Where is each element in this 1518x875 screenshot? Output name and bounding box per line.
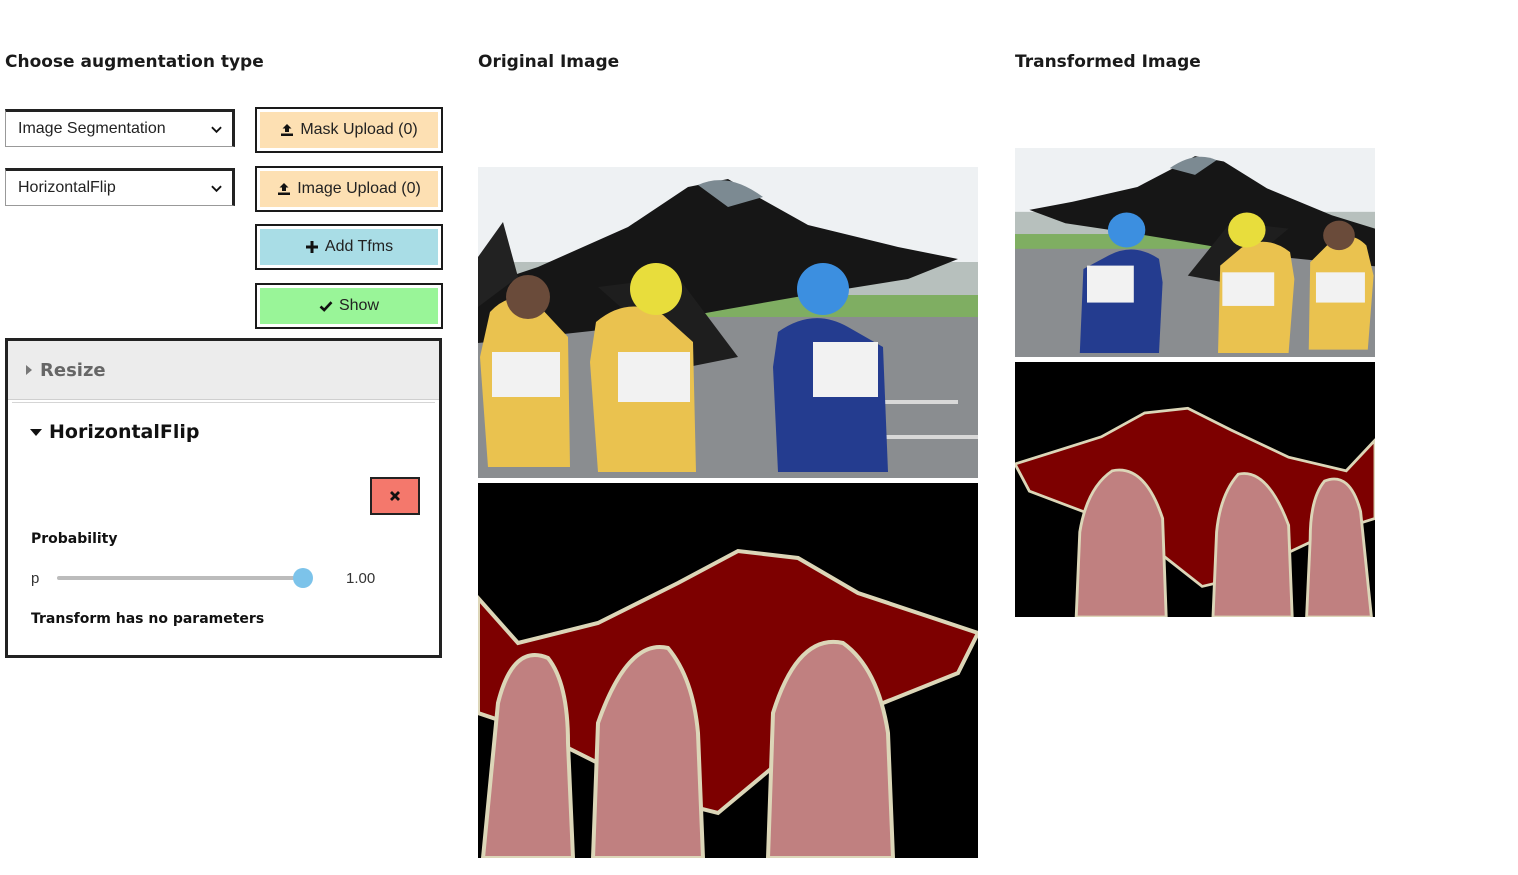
probability-slider-track[interactable]: [57, 576, 303, 580]
no-parameters-text: Transform has no parameters: [31, 611, 265, 627]
remove-transform-button[interactable]: [370, 477, 420, 515]
original-mask: [478, 483, 978, 858]
upload-icon: [278, 183, 291, 195]
add-tfms-button[interactable]: Add Tfms: [255, 224, 443, 270]
image-upload-label: Image Upload (0): [297, 180, 421, 197]
accordion-header-resize[interactable]: Resize: [8, 341, 439, 400]
accordion-divider: [12, 402, 435, 403]
augmentation-heading: Choose augmentation type: [5, 52, 264, 72]
transform-select[interactable]: HorizontalFlip: [5, 168, 235, 206]
mask-upload-button[interactable]: Mask Upload (0): [255, 107, 443, 153]
add-tfms-label: Add Tfms: [324, 238, 394, 255]
mask-upload-label: Mask Upload (0): [300, 121, 418, 138]
chevron-down-icon: [211, 126, 222, 133]
transforms-accordion: Resize HorizontalFlip Probability p 1.00…: [5, 338, 442, 658]
chevron-down-icon: [211, 185, 222, 192]
transformed-photo: [1015, 148, 1375, 357]
image-upload-button[interactable]: Image Upload (0): [255, 166, 443, 212]
augmentation-type-value: Image Segmentation: [18, 120, 166, 137]
show-label: Show: [338, 297, 380, 314]
horizontalflip-title: HorizontalFlip: [49, 421, 200, 443]
original-photo: [478, 167, 978, 478]
upload-icon: [281, 124, 294, 136]
original-image-heading: Original Image: [478, 52, 620, 72]
plus-icon: [305, 241, 318, 253]
caret-down-icon: [30, 428, 42, 436]
resize-title: Resize: [40, 359, 106, 381]
close-icon: [390, 491, 400, 501]
transformed-mask: [1015, 362, 1375, 617]
slider-param-label: p: [31, 570, 40, 587]
caret-right-icon: [26, 365, 32, 375]
check-icon: [319, 301, 333, 312]
transformed-image-heading: Transformed Image: [1015, 52, 1201, 72]
augmentation-type-select[interactable]: Image Segmentation: [5, 109, 235, 147]
show-button[interactable]: Show: [255, 283, 443, 329]
transform-select-value: HorizontalFlip: [18, 179, 116, 196]
slider-value: 1.00: [346, 570, 376, 587]
probability-label: Probability: [31, 531, 118, 547]
accordion-header-horizontalflip[interactable]: HorizontalFlip: [30, 421, 200, 443]
probability-slider-thumb[interactable]: [293, 568, 313, 588]
